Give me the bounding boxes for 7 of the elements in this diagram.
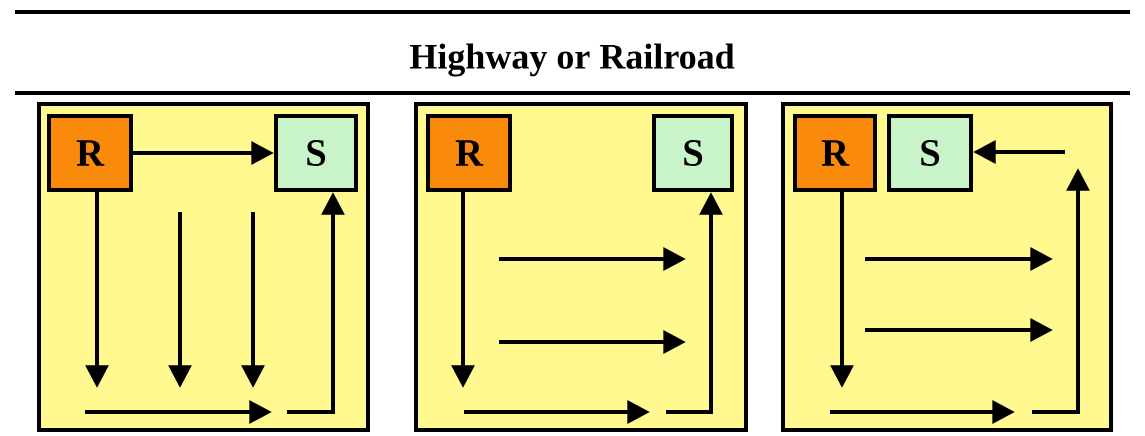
title: Highway or Railroad [409, 43, 735, 77]
letter-box: R [793, 114, 877, 192]
letter-box: S [274, 114, 358, 192]
letter-box: S [887, 114, 973, 192]
letter-box: R [426, 114, 512, 192]
letter-box: S [652, 114, 734, 192]
letter-box: R [47, 114, 133, 192]
